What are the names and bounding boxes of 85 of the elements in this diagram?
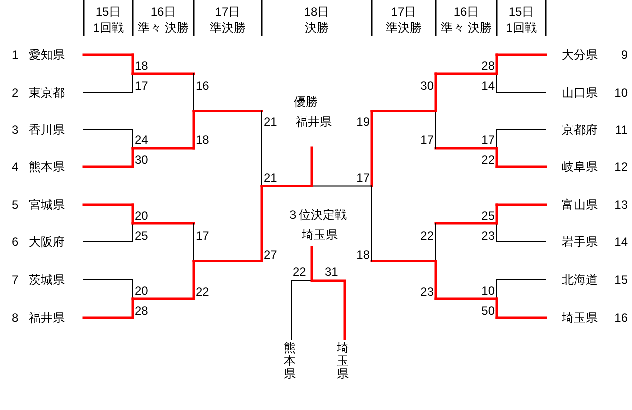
team-name: 埼玉県 [562,311,598,325]
score: 18 [196,133,210,147]
date-header: 15日 [96,5,122,19]
score: 18 [356,248,370,262]
result-team-name: 福井県 [296,115,332,129]
round-header: 決勝 [305,21,329,35]
team-name: 愛知県 [29,48,65,62]
round-header: 準々 決勝 [440,21,492,35]
score: 23 [482,229,495,243]
seed-number: 2 [12,86,19,100]
score: 28 [482,59,495,73]
seed-number: 13 [614,198,628,212]
score: 17 [135,79,148,93]
score: 24 [135,133,148,147]
score: 22 [293,265,306,279]
score: 25 [482,209,495,223]
date-header: 16日 [150,5,176,19]
team-name: 茨城県 [29,273,65,287]
seed-number: 14 [614,235,628,249]
seed-number: 8 [12,311,19,325]
score: 50 [482,304,495,318]
score: 22 [196,285,210,299]
team-name: 熊本県 [29,160,65,174]
score: 23 [420,285,434,299]
score: 17 [196,229,210,243]
score: 27 [264,248,278,262]
team-name: 香川県 [29,123,65,137]
date-header: 17日 [391,5,417,19]
seed-number: 6 [12,235,19,249]
score: 22 [420,229,434,243]
seed-number: 5 [12,198,19,212]
seed-number: 12 [614,160,628,174]
score: 20 [135,209,148,223]
seed-number: 16 [614,311,628,325]
seed-number: 3 [12,123,19,137]
score: 14 [482,79,495,93]
seed-number: 15 [614,273,628,287]
score: 25 [135,229,148,243]
team-name: 東京都 [29,86,65,100]
seed-number: 10 [614,86,628,100]
seed-number: 4 [12,160,19,174]
score: 31 [325,265,338,279]
date-header: 16日 [454,5,480,19]
team-name: 北海道 [562,273,598,287]
team-name: 大阪府 [29,235,65,249]
date-header: 17日 [215,5,241,19]
team-name: 岩手県 [562,235,598,249]
team-name: 宮城県 [29,198,65,212]
team-name: 京都府 [562,123,598,137]
round-header: 1回戦 [506,21,537,35]
score: 30 [420,79,434,93]
result-team-name: 埼玉県 [302,228,338,242]
result-heading: 優勝 [294,95,318,109]
score: 17 [356,171,370,185]
team-name: 熊本県 [284,342,296,382]
score: 20 [135,284,148,298]
score: 21 [264,115,278,129]
team-name: 大分県 [562,48,598,62]
score: 16 [196,79,210,93]
score: 21 [264,171,278,185]
score: 28 [135,304,148,318]
team-name: 岐阜県 [562,160,598,174]
score: 18 [135,59,148,73]
date-header: 18日 [304,5,330,19]
round-header: 準決勝 [386,21,422,35]
bracket-line [310,246,346,340]
round-header: 準決勝 [210,21,246,35]
score: 10 [482,284,495,298]
score: 19 [356,115,370,129]
team-name: 富山県 [562,198,598,212]
score: 22 [482,153,495,167]
team-name: 山口県 [562,86,598,100]
date-header: 15日 [508,5,534,19]
score: 30 [135,153,148,167]
score: 17 [420,133,434,147]
seed-number: 7 [12,273,19,287]
result-heading: ３位決定戦 [287,208,347,222]
team-name: 埼玉県 [337,342,349,382]
score: 17 [482,133,495,147]
seed-number: 9 [621,48,628,62]
round-header: 1回戦 [93,21,124,35]
team-name: 福井県 [29,311,65,325]
seed-number: 11 [616,123,628,137]
round-header: 準々 決勝 [138,21,190,35]
seed-number: 1 [12,48,19,62]
